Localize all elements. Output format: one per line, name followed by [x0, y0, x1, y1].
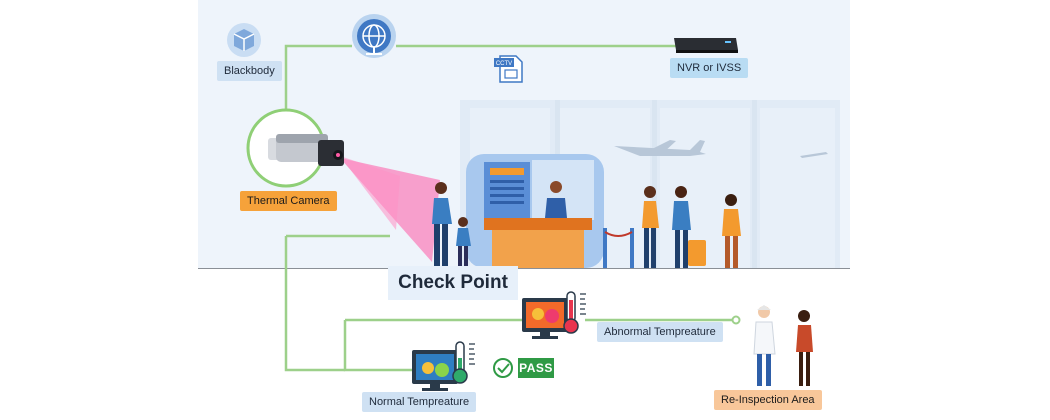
blackbody-label: Blackbody	[217, 61, 282, 81]
check-icon	[493, 358, 513, 378]
thermal-camera-label: Thermal Camera	[240, 191, 337, 211]
nvr-device-icon	[674, 38, 738, 53]
pass-badge: PASS	[518, 358, 554, 378]
travelers	[432, 182, 741, 268]
floor-line	[198, 268, 850, 269]
globe-icon	[352, 14, 396, 58]
checkin-counter	[466, 154, 604, 268]
camera-icon	[246, 108, 440, 262]
abnormal-monitor-icon	[522, 298, 568, 339]
normal-monitor-icon	[412, 350, 458, 391]
normal-temperature-label: Normal Tempreature	[362, 392, 477, 412]
airplane-icon	[614, 140, 828, 158]
reinspection-staff	[753, 305, 813, 386]
connection-lines	[284, 44, 735, 372]
cctv-icon: CCTV	[494, 55, 523, 83]
box-icon	[227, 23, 261, 57]
abnormal-temperature-label: Abnormal Tempreature	[597, 322, 723, 342]
checkpoint-title: Check Point	[388, 266, 518, 300]
thermometer-normal-icon	[452, 341, 475, 384]
queue-stanchion	[603, 228, 634, 268]
cctv-text: CCTV	[496, 61, 512, 67]
thermometer-high-icon	[563, 291, 586, 334]
reinspection-area-label: Re-Inspection Area	[714, 390, 822, 410]
nvr-label: NVR or IVSS	[670, 58, 749, 78]
line-endpoint	[731, 315, 741, 325]
